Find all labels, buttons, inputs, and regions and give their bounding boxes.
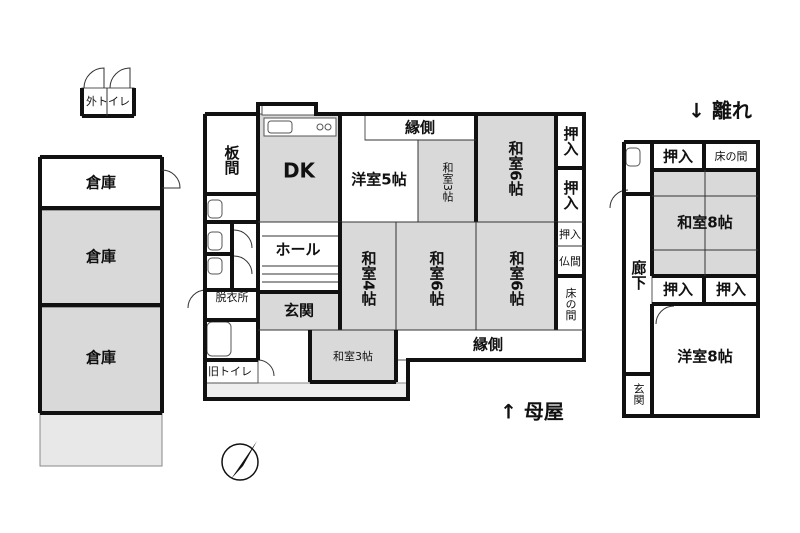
annex: 押入 床の間 和室8帖 廊下 押入 押入 洋室8帖 玄関 [609, 140, 760, 418]
storehouse-1-label: 倉庫 [85, 174, 116, 192]
annex-oshiire-2-label: 押入 [663, 281, 693, 299]
kyu-toilet-label: 旧トイレ [208, 365, 252, 378]
oshiire-small-label: 押入 [559, 227, 581, 241]
washitsu6-mid-label: 和室6帖 [428, 250, 446, 307]
storehouse-3-label: 倉庫 [85, 349, 116, 367]
storehouse-2-label: 倉庫 [85, 248, 116, 266]
annex-oshiire-3-label: 押入 [716, 281, 746, 299]
washitsu4-label: 和室4帖 [360, 250, 378, 307]
annex-rouka-label: 廊下 [630, 259, 648, 291]
genkan-label: 玄関 [284, 302, 314, 320]
washitsu6-right-label: 和室6帖 [508, 250, 526, 307]
outdoor-toilet-label: 外トイレ [86, 95, 130, 108]
washitsu3-bottom-label: 和室3帖 [333, 349, 373, 363]
annex-title: ↓ 離れ [688, 99, 752, 123]
datsuijo-label: 脱衣所 [216, 290, 249, 304]
youshitsu5-label: 洋室5帖 [351, 171, 406, 189]
washitsu3-top-label: 和室3帖 [441, 162, 454, 202]
north-arrow-icon [221, 441, 259, 481]
engawa-bottom-label: 縁側 [473, 336, 503, 354]
oshiire-1-label: 押入 [562, 125, 580, 156]
tokonoma-main-label: 床の間 [564, 286, 577, 321]
annex-genkan-label: 玄関 [632, 382, 645, 405]
washitsu6-tr-label: 和室6帖 [507, 140, 525, 197]
annex-washitsu8-label: 和室8帖 [677, 214, 732, 232]
hall-label: ホール [275, 241, 320, 259]
annex-tokonoma-label: 床の間 [715, 149, 748, 163]
main-house: 板間 DK 洋室5帖 縁側 和室3帖 和室6帖 押入 押入 押入 仏間 床の間 … [187, 102, 586, 401]
itama-label: 板間 [223, 144, 241, 176]
engawa-top-label: 縁側 [405, 119, 435, 137]
main-house-title: ↑ 母屋 [500, 400, 564, 424]
annex-youshitsu8-label: 洋室8帖 [677, 348, 732, 366]
butsuma-label: 仏間 [559, 255, 581, 268]
oshiire-2-label: 押入 [562, 179, 580, 210]
dk-label: DK [283, 159, 317, 183]
annex-oshiire-1-label: 押入 [663, 148, 693, 166]
outdoor-toilet: 外トイレ [80, 67, 136, 118]
storehouses: 倉庫 倉庫 倉庫 [38, 155, 181, 467]
